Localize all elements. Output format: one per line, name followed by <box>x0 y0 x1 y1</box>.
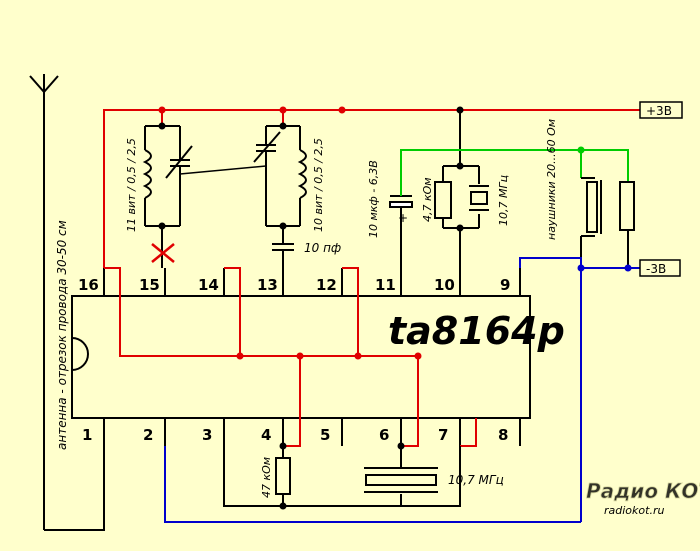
pin-14-label: 14 <box>198 276 219 294</box>
capacitor-plus: + <box>398 211 408 225</box>
headphones-label: наушники 20...60 Ом <box>545 119 558 240</box>
pin-8-label: 8 <box>498 426 508 444</box>
chip-name: ta8164p <box>388 309 565 353</box>
coil-1-junctions <box>158 122 166 230</box>
watermark-brand: Радио КОТ <box>586 479 700 503</box>
bottom-pins <box>103 418 521 446</box>
pin-numbers-top: 16 15 14 13 12 11 10 9 <box>78 276 510 294</box>
power-plus-label: +3В <box>646 104 672 118</box>
coil-1-label: 11 вит / 0,5 / 2,5 <box>125 138 138 232</box>
cap-10pf-label: 10 пф <box>304 241 341 255</box>
bottom-junction <box>279 502 287 510</box>
headphones <box>580 177 635 268</box>
pin-7-label: 7 <box>438 426 448 444</box>
coil-2-label: 10 вит / 0,5 / 2,5 <box>312 138 325 232</box>
pin-15-label: 15 <box>139 276 160 294</box>
antenna <box>29 74 105 531</box>
pin-3-label: 3 <box>202 426 212 444</box>
pin-9-label: 9 <box>500 276 510 294</box>
pin-4-label: 4 <box>261 426 271 444</box>
pin-13-label: 13 <box>257 276 278 294</box>
bottom-junction-2 <box>279 442 287 450</box>
cut-mark-icon <box>151 243 175 263</box>
resistor-4k7 <box>434 181 452 219</box>
bottom-junction-3 <box>397 442 405 450</box>
pin-numbers-bottom: 1 2 3 4 5 6 7 8 <box>82 426 508 444</box>
power-plus: +3В <box>639 101 683 119</box>
crystal-bottom-label: 10,7 МГц <box>448 473 504 487</box>
watermark-site: radiokot.ru <box>604 504 664 517</box>
capacitor-10uf-label: 10 мкф - 6,3В <box>367 160 380 238</box>
red-junctions <box>158 106 422 360</box>
coil-link <box>179 165 267 175</box>
pin-5-label: 5 <box>320 426 330 444</box>
antenna-label: антенна - отрезок провода 30-50 см <box>55 220 69 450</box>
pin-12-label: 12 <box>316 276 337 294</box>
red-wires <box>103 109 645 447</box>
pin-2-label: 2 <box>143 426 153 444</box>
pin-16-label: 16 <box>78 276 99 294</box>
crystal-top-label: 10,7 МГц <box>497 175 510 226</box>
blue-wires <box>164 257 645 523</box>
blue-junctions <box>577 264 632 272</box>
pin-10-label: 10 <box>434 276 455 294</box>
power-minus-label: -3В <box>646 262 666 276</box>
resistor-47k <box>275 457 291 495</box>
coil-2-junctions <box>279 122 287 230</box>
coil-1 <box>142 125 193 268</box>
green-wires <box>400 149 629 196</box>
pin-1-label: 1 <box>82 426 92 444</box>
green-junction <box>577 146 585 154</box>
crystal-bottom <box>364 467 438 493</box>
top-pins <box>103 268 521 296</box>
black-junctions <box>456 106 464 232</box>
pin-6-label: 6 <box>379 426 389 444</box>
power-minus: -3В <box>639 259 681 277</box>
resistor-47k-label: 47 кОм <box>260 457 273 498</box>
coil-2 <box>253 125 307 268</box>
pin-11-label: 11 <box>375 276 396 294</box>
resistor-4k7-label: 4,7 кОм <box>421 177 434 222</box>
crystal-top <box>469 185 489 211</box>
